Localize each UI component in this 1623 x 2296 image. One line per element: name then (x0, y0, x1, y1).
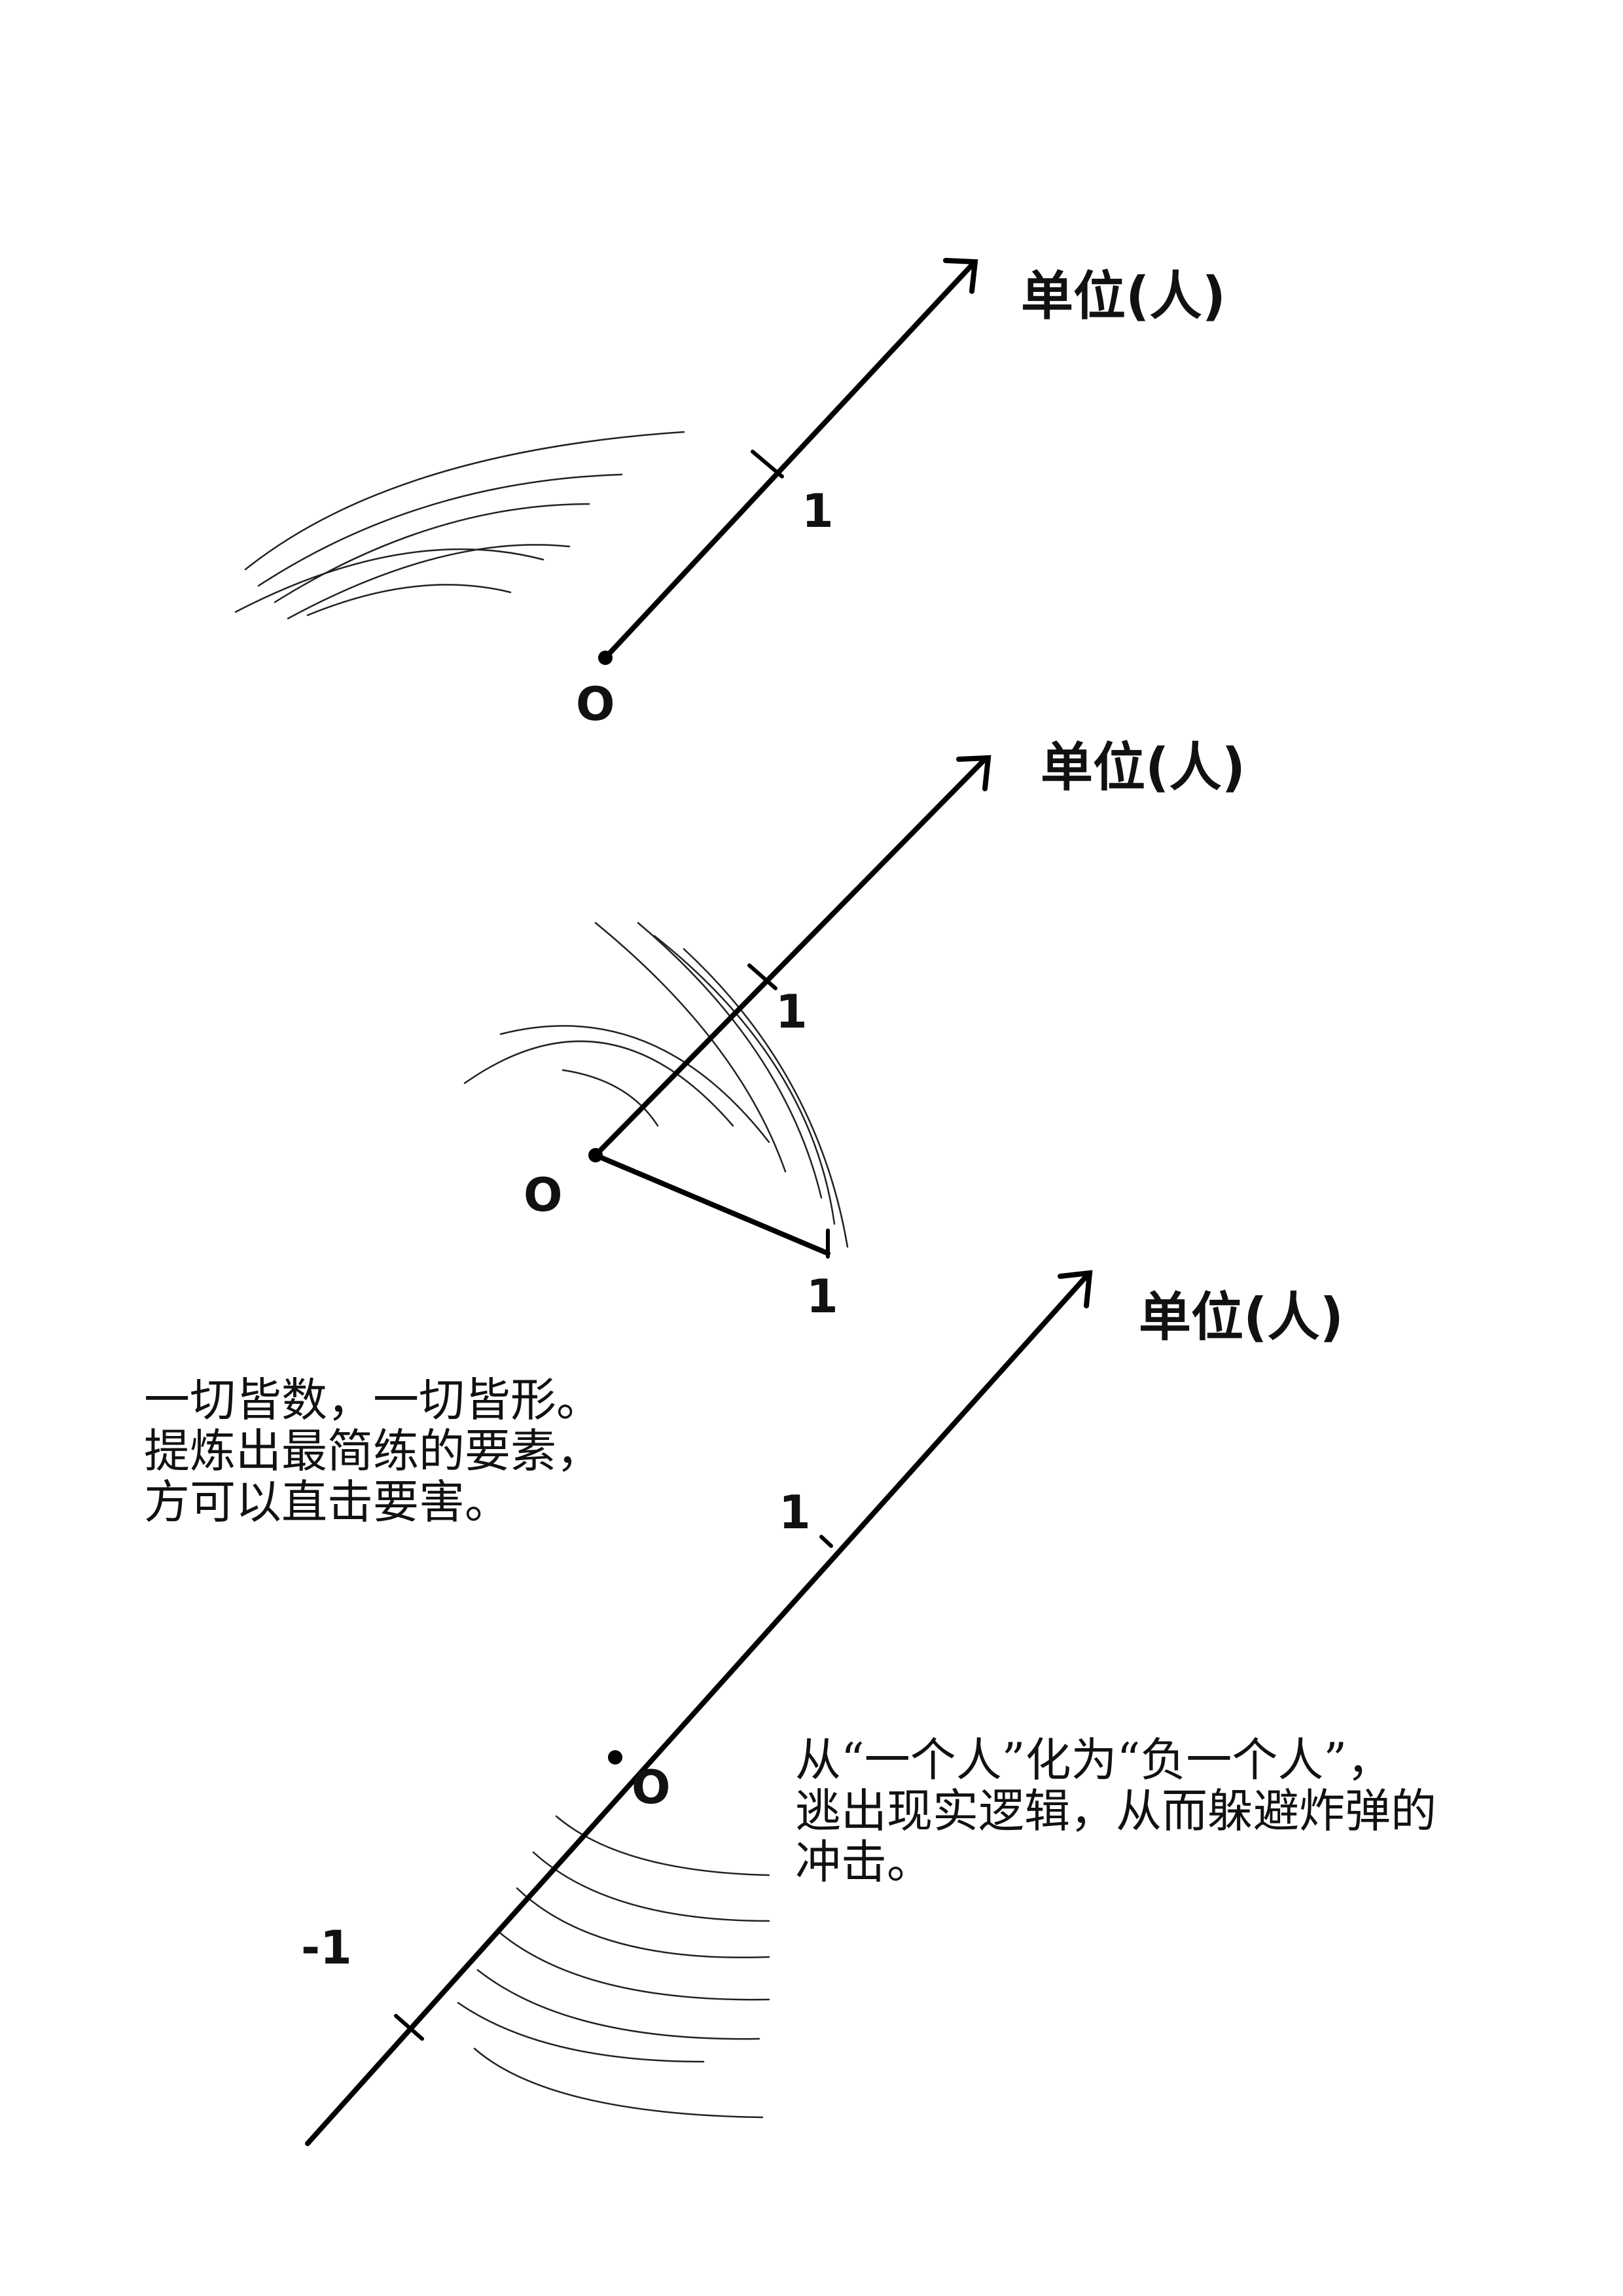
caption-first-line-1: 一切皆数，一切皆形。 (144, 1373, 602, 1427)
panel-1-origin-dot (598, 651, 613, 665)
panel-1-arrowhead (943, 258, 978, 294)
caption-second-line-2: 逃出现实逻辑，从而躲避炸弹的 (795, 1784, 1436, 1838)
panel-2-unit-label: 单位(人) (1041, 737, 1245, 798)
panel-2-motion-lines (463, 922, 849, 1248)
panel-2-tick-label-b: 1 (806, 1270, 838, 1323)
panel-1-tick-label: 1 (802, 484, 834, 538)
panel-1-tick-1 (751, 450, 784, 478)
panel-2-arrowhead (956, 755, 991, 791)
panel-2-tick-label-a: 1 (776, 985, 808, 1039)
panel-3-origin-dot (608, 1750, 622, 1765)
panel-1-unit-label: 单位(人) (1021, 266, 1226, 327)
panel-2-axis-b (593, 1153, 830, 1256)
panel-3-motion-lines (457, 1815, 770, 2119)
panel-1-motion-lines (234, 431, 685, 620)
panel-3-arrowhead (1058, 1270, 1093, 1308)
panel-2-axis-a (593, 757, 988, 1158)
panel-3-tick-1 (819, 1535, 833, 1548)
caption-second-line-1: 从“一个人”化为“负一个人”， (795, 1733, 1393, 1787)
panel-3-tick-label-1: 1 (779, 1486, 811, 1539)
panel-1-axis (603, 262, 974, 660)
panel-3-tick-minus-1 (394, 2014, 424, 2041)
panel-3-unit-label: 单位(人) (1139, 1287, 1344, 1348)
panel-1: O 1 单位(人) (234, 258, 1226, 731)
caption-first-line-3: 方可以直击要害。 (144, 1475, 510, 1529)
panel-2-tick-a (747, 963, 777, 990)
panel-1-origin-label: O (576, 677, 615, 731)
panel-3-origin-label: O (632, 1761, 671, 1814)
panel-3-tick-label-minus-1: -1 (301, 1921, 352, 1975)
caption-first-line-2: 提炼出最简练的要素， (144, 1424, 602, 1478)
caption-second-line-3: 冲击。 (795, 1835, 933, 1889)
panel-2: O 1 1 单位(人) (463, 737, 1245, 1323)
panel-3-axis (305, 1274, 1089, 2146)
panel-2-origin-label: O (524, 1168, 563, 1222)
panel-2-origin-dot (588, 1148, 603, 1162)
panel-3: O 1 -1 单位(人) (301, 1270, 1344, 2146)
